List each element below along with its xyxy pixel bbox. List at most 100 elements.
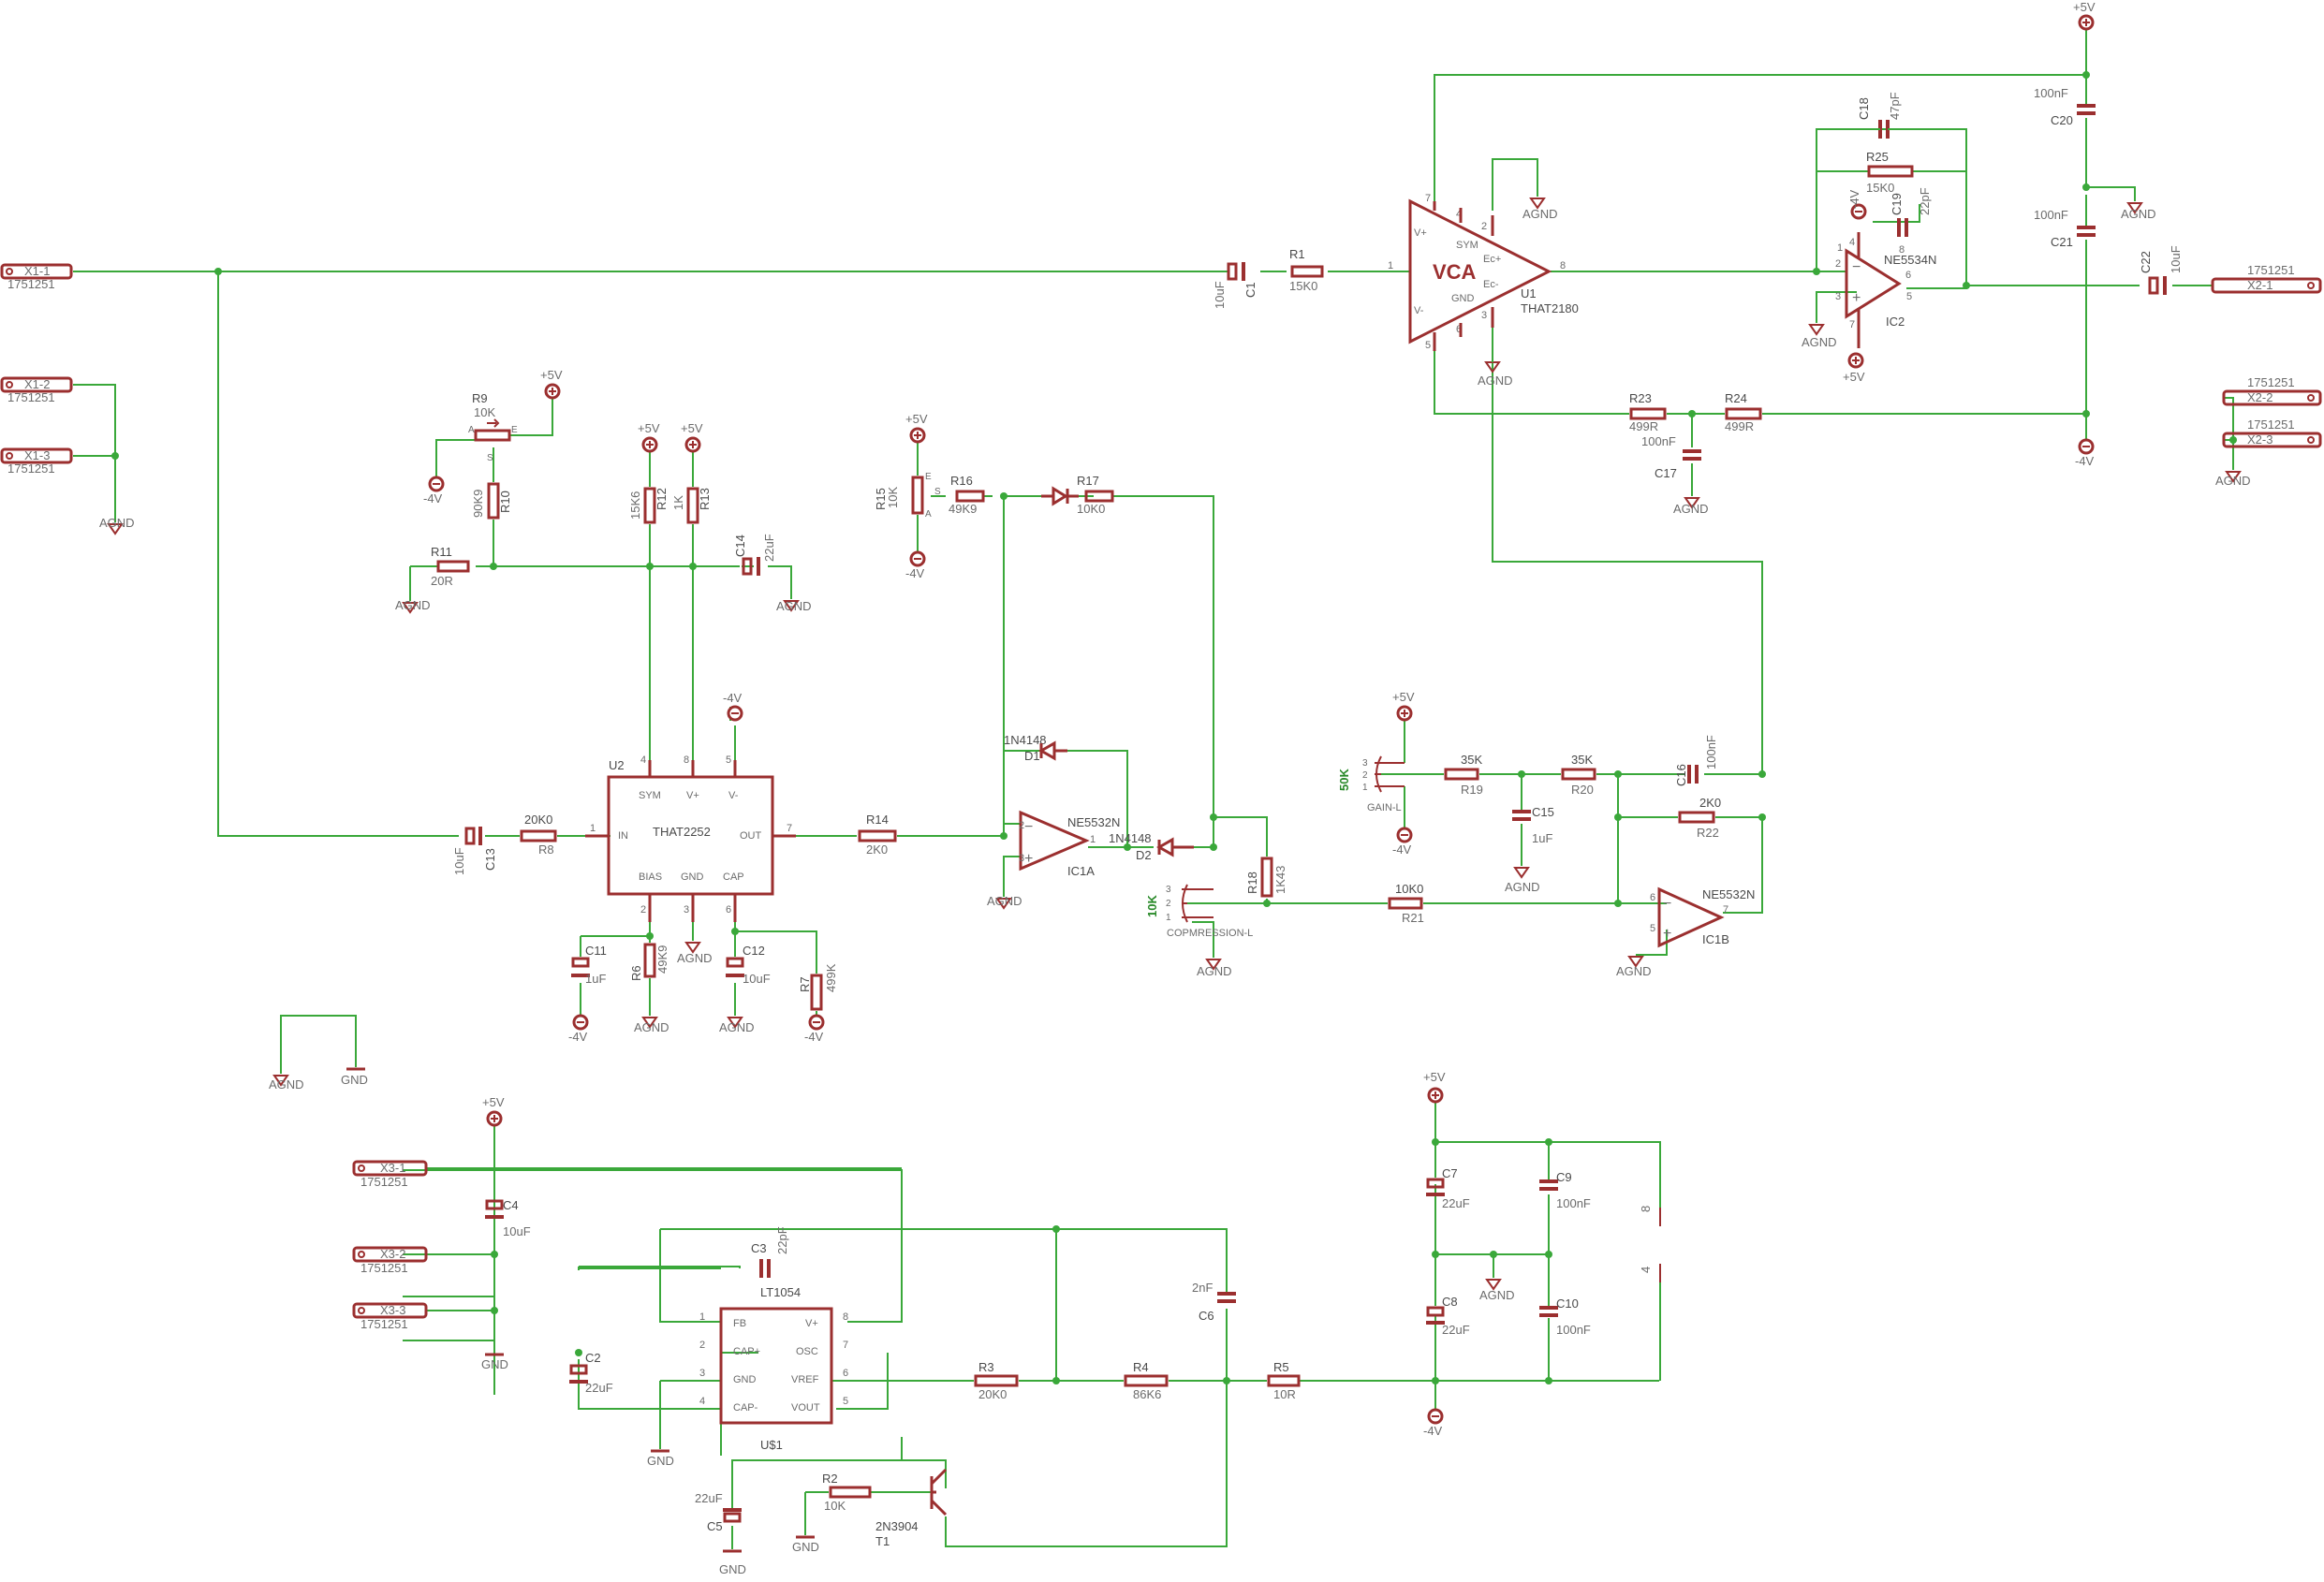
connector-x2-1[interactable]: X2-1 1751251 <box>2211 263 2322 294</box>
resistor-r7[interactable]: R7 499K <box>798 963 838 1011</box>
resistor-r17[interactable]: R17 10K0 <box>1077 474 1114 516</box>
vcc-icon-1: +5V <box>2073 0 2096 31</box>
resistor-r11[interactable]: R11 20R <box>431 545 470 588</box>
ic-u1-vca[interactable]: VCA V+ SYM Ec+ Ec- GND V- 7 4 2 3 6 5 1 … <box>1388 193 1579 351</box>
vee-icon-1: -4V <box>2075 438 2095 468</box>
resistor-r5[interactable]: R5 10R <box>1267 1360 1301 1401</box>
resistor-r3[interactable]: R3 20K0 <box>974 1360 1019 1401</box>
resistor-r24[interactable]: R24 499R <box>1725 391 1762 433</box>
resistor-r22[interactable]: 2K0 R22 <box>1678 796 1721 840</box>
c20-ref: C20 <box>2051 113 2073 127</box>
connector-x2-2[interactable]: X2-2 1751251 <box>2222 375 2322 406</box>
vee-icon-3: -4V <box>423 476 445 505</box>
resistor-r4[interactable]: R4 86K6 <box>1124 1360 1169 1401</box>
c5-ref: C5 <box>707 1519 723 1533</box>
vcc-label-8: +5V <box>482 1095 505 1109</box>
resistor-r19[interactable]: 35K R19 <box>1444 753 1483 797</box>
gain-pot-name: GAIN-L <box>1367 802 1402 813</box>
ic2-minus-sign: − <box>1852 259 1861 275</box>
r24-value: 499R <box>1725 419 1754 433</box>
capacitor-c16[interactable]: C16 100nF <box>1674 735 1718 786</box>
resistor-r18[interactable]: R18 1K43 <box>1245 857 1287 898</box>
ic-u3-lt1054[interactable]: FB CAP+ GND CAP- V+ OSC VREF VOUT 1 2 3 … <box>699 1285 848 1452</box>
u2-ref: U2 <box>609 758 625 772</box>
capacitor-c2[interactable]: C2 22uF <box>569 1351 613 1395</box>
pot-r15[interactable]: R15 10K S E A <box>874 472 941 520</box>
gain-pot-pin-2: 2 <box>1362 770 1368 781</box>
transistor-t1[interactable]: 2N3904 T1 <box>875 1468 948 1548</box>
resistor-r13[interactable]: R13 1K <box>671 487 712 524</box>
connector-x1-2[interactable]: X1-2 1751251 <box>0 376 73 404</box>
c10-value: 100nF <box>1556 1323 1591 1337</box>
pot-gain[interactable]: 50K GAIN-L 3 2 1 <box>1337 755 1405 813</box>
connector-x2-3[interactable]: X2-3 1751251 <box>2222 417 2322 448</box>
diode-d1[interactable]: 1N4148 D1 <box>1004 486 1079 763</box>
capacitor-c11[interactable]: C11 1uF <box>571 944 607 986</box>
pot-compression[interactable]: 10K COPMRESSION-L 3 2 1 <box>1145 884 1253 939</box>
agnd-label-15: AGND <box>1505 880 1540 894</box>
capacitor-c18[interactable]: C18 47pF <box>1817 92 1966 139</box>
resistor-r10[interactable]: R10 90K9 <box>471 482 512 520</box>
r9-pin-e: E <box>511 425 518 435</box>
capacitor-c20[interactable]: C20 100nF <box>2034 86 2096 127</box>
connector-x3-3[interactable]: X3-3 1751251 <box>352 1302 428 1331</box>
capacitor-c15[interactable]: C15 1uF <box>1512 805 1554 845</box>
r2-value: 10K <box>824 1499 846 1513</box>
connector-x3-3-label: X3-3 <box>380 1303 405 1317</box>
capacitor-c17[interactable]: C17 100nF <box>1641 434 1701 480</box>
connector-x1-1[interactable]: X1-1 1751251 <box>0 263 73 291</box>
agnd-label-10: AGND <box>677 951 713 965</box>
resistor-r1[interactable]: R1 15K0 <box>1289 247 1324 293</box>
agnd-label-9: AGND <box>776 599 812 613</box>
ic-u2[interactable]: U2 THAT2252 SYM V+ V- IN OUT BIAS GND CA… <box>585 754 796 922</box>
capacitor-c22[interactable]: C22 10uF <box>2139 245 2183 295</box>
resistor-r12[interactable]: R12 15K6 <box>628 487 669 524</box>
c17-value: 100nF <box>1641 434 1676 448</box>
pot-r9[interactable]: R9 10K A E S <box>468 391 518 463</box>
capacitor-c19[interactable]: C19 22pF <box>1890 187 1932 237</box>
r14-ref: R14 <box>866 813 889 827</box>
capacitor-c14[interactable]: C14 22uF <box>733 534 776 576</box>
resistor-r8[interactable]: 20K0 R8 <box>520 813 557 857</box>
u3-pin-vout: VOUT <box>791 1402 820 1414</box>
capacitor-c13[interactable]: C13 10uF <box>452 827 497 875</box>
capacitor-c9[interactable]: C9 100nF <box>1539 1170 1591 1210</box>
diode-d1-real[interactable] <box>1037 740 1067 761</box>
resistor-r16[interactable]: R16 49K9 <box>949 474 985 516</box>
capacitor-c1[interactable]: C1 10uF <box>1213 262 1258 309</box>
capacitor-c3[interactable]: C3 22pF <box>751 1226 789 1278</box>
connector-x3-1[interactable]: X3-1 1751251 <box>352 1160 428 1189</box>
r18-ref: R18 <box>1245 872 1259 894</box>
vcc-icon-5: +5V <box>681 421 703 453</box>
resistor-r2[interactable]: R2 10K <box>822 1472 872 1513</box>
capacitor-c4[interactable]: C4 10uF <box>485 1198 531 1238</box>
ic-ic1a[interactable]: − + NE5532N IC1A 2 3 1 <box>1019 810 1120 878</box>
resistor-r14[interactable]: R14 2K0 <box>858 813 897 857</box>
connector-x3-2[interactable]: X3-2 1751251 <box>352 1246 428 1275</box>
connector-x3-1-part: 1751251 <box>360 1175 408 1189</box>
ic-ic1b[interactable]: − + NE5532N IC1B 6 5 7 <box>1650 886 1755 948</box>
vcc-label-4: +5V <box>638 421 660 435</box>
capacitor-c5[interactable]: C5 22uF <box>695 1491 742 1533</box>
resistor-r21[interactable]: 10K0 R21 <box>1388 882 1424 925</box>
ic2-part: NE5534N <box>1884 253 1936 267</box>
r11-ref: R11 <box>431 545 452 559</box>
ic-ic2[interactable]: − + NE5534N IC2 2 3 6 4 7 1 5 8 <box>1835 232 1936 348</box>
resistor-r25[interactable]: R25 15K0 <box>1866 150 1914 195</box>
resistor-r23[interactable]: R23 499R <box>1629 391 1667 433</box>
resistor-r20[interactable]: 35K R20 <box>1561 753 1596 797</box>
resistor-r6[interactable]: R6 49K9 <box>629 943 669 981</box>
agnd-icon-11: AGND <box>634 1017 669 1034</box>
capacitor-c6[interactable]: C6 2nF <box>1192 1281 1236 1323</box>
diode-d2[interactable]: 1N4148 D2 <box>1109 831 1194 862</box>
supply-pin-8: 8 <box>1639 1206 1653 1212</box>
capacitor-c8[interactable]: C8 22uF <box>1426 1295 1470 1337</box>
capacitor-c21[interactable]: C21 100nF <box>2034 208 2096 249</box>
connector-x1-3[interactable]: X1-3 1751251 <box>0 447 73 476</box>
capacitor-c10[interactable]: C10 100nF <box>1539 1296 1591 1337</box>
capacitor-c12[interactable]: C12 10uF <box>726 944 771 986</box>
capacitor-c7[interactable]: C7 22uF <box>1426 1166 1470 1210</box>
t1-part: 2N3904 <box>875 1519 919 1533</box>
u1-pin-v-plus: V+ <box>1414 227 1427 239</box>
r7-value: 499K <box>824 963 838 992</box>
